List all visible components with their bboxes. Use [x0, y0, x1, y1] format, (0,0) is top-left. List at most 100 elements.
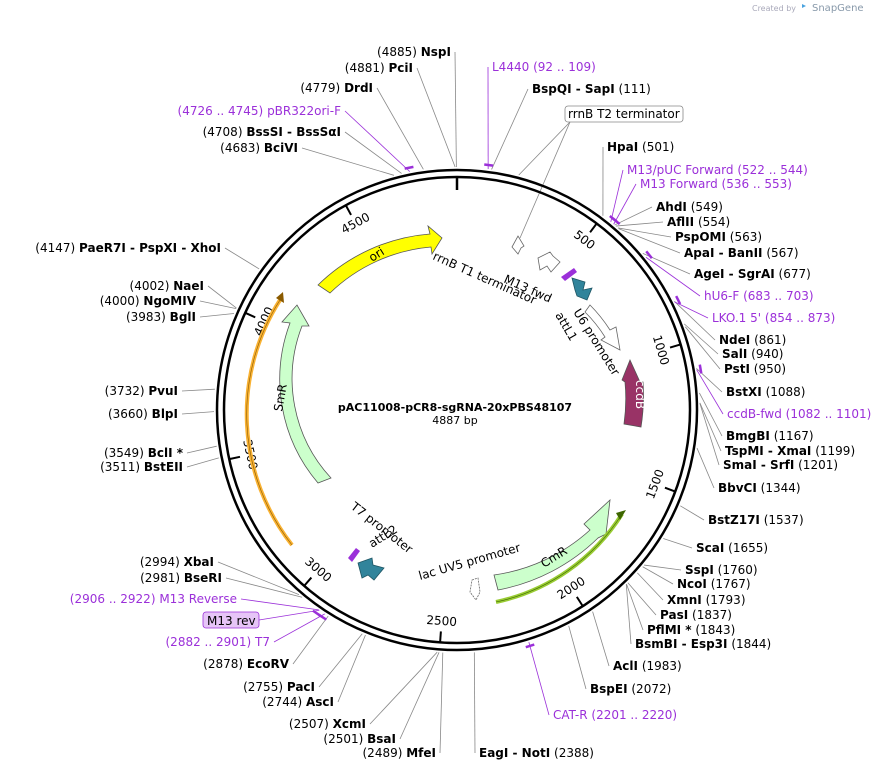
- leader-line: [685, 326, 721, 370]
- site-label[interactable]: AgeI - SgrAI (677): [694, 267, 811, 281]
- m13-fwd-mark: [561, 268, 577, 281]
- primer-mark: [404, 165, 414, 170]
- primer-mark: [645, 250, 653, 259]
- leader-line: [416, 67, 456, 168]
- plasmid-name: pAC11008-pCR8-sgRNA-20xPBS48107: [338, 401, 572, 414]
- tick-label: 4500: [339, 210, 373, 237]
- tick-mark: [344, 204, 352, 216]
- ori-arrow[interactable]: [317, 224, 443, 294]
- site-label[interactable]: (4881) PciI: [345, 61, 413, 75]
- site-label[interactable]: SmaI - SrfI (1201): [723, 458, 838, 472]
- leader-line: [199, 313, 235, 318]
- leader-line: [615, 221, 664, 227]
- site-label[interactable]: EagI - NotI (2388): [479, 746, 594, 760]
- site-label[interactable]: (3732) PvuI: [105, 384, 178, 398]
- site-label[interactable]: (2906 .. 2922) M13 Reverse: [70, 592, 237, 606]
- ccdb-arrow[interactable]: [621, 358, 644, 428]
- credit-brand[interactable]: SnapGene: [812, 3, 864, 14]
- site-label[interactable]: BsmBI - Esp3I (1844): [635, 637, 771, 651]
- site-label[interactable]: CAT-R (2201 .. 2220): [553, 708, 677, 722]
- primer-mark: [698, 364, 703, 374]
- site-label[interactable]: M13 Forward (536 .. 553): [640, 177, 792, 191]
- site-label[interactable]: TspMI - XmaI (1199): [725, 444, 855, 458]
- leader-line: [614, 206, 653, 226]
- site-label[interactable]: (4708) BssSI - BssSαI: [203, 125, 341, 139]
- site-label[interactable]: (2501) BsaI: [323, 732, 396, 746]
- site-label[interactable]: (2489) MfeI: [363, 746, 437, 760]
- rrnb-t2-box: [564, 105, 684, 123]
- leader-line: [519, 121, 571, 239]
- site-label[interactable]: HpaI (501): [607, 140, 674, 154]
- leader-line: [376, 87, 424, 170]
- leader-line: [618, 228, 681, 254]
- site-label[interactable]: (4779) DrdI: [300, 81, 373, 95]
- tick-label: 2500: [426, 613, 457, 629]
- site-label[interactable]: (4683) BciVI: [220, 141, 298, 155]
- site-label[interactable]: SspI (1760): [685, 563, 758, 577]
- site-label[interactable]: M13/pUC Forward (522 .. 544): [627, 163, 808, 177]
- site-label[interactable]: NdeI (861): [719, 333, 786, 347]
- leader-line: [344, 131, 402, 174]
- site-label[interactable]: (2981) BseRI: [140, 571, 222, 585]
- site-label[interactable]: (2744) AscI: [262, 695, 334, 709]
- site-label[interactable]: (4726 .. 4745) pBR322ori-F: [178, 104, 342, 118]
- site-label[interactable]: AflII (554): [667, 215, 730, 229]
- site-label[interactable]: PasI (1837): [660, 608, 732, 622]
- leader-line: [699, 392, 723, 437]
- site-label[interactable]: (3983) BglI: [126, 310, 196, 324]
- leader-line: [626, 583, 644, 631]
- attl2-arrow[interactable]: [357, 557, 385, 581]
- site-label[interactable]: BspEI (2072): [590, 682, 671, 696]
- rrnb-t2-arrow[interactable]: [511, 235, 525, 255]
- site-label[interactable]: (3660) BlpI: [108, 407, 178, 421]
- site-label[interactable]: (4000) NgoMIV: [100, 294, 197, 308]
- site-label[interactable]: (3511) BstEII: [100, 460, 183, 474]
- site-label[interactable]: BstZ17I (1537): [708, 513, 804, 527]
- leader-line: [613, 183, 637, 225]
- leader-line: [337, 634, 366, 703]
- site-label[interactable]: L4440 (92 .. 109): [492, 60, 596, 74]
- site-label[interactable]: (4002) NaeI: [130, 279, 204, 293]
- site-label[interactable]: ApaI - BanII (567): [684, 246, 799, 260]
- site-label[interactable]: XmnI (1793): [667, 593, 746, 607]
- site-label[interactable]: PflMI * (1843): [647, 623, 735, 637]
- site-label[interactable]: (2994) XbaI: [140, 555, 214, 569]
- site-label[interactable]: LKO.1 5' (854 .. 873): [712, 311, 835, 325]
- site-label[interactable]: (2507) XcmI: [289, 717, 366, 731]
- leader-line: [318, 633, 363, 688]
- leader-line: [696, 369, 724, 415]
- lac-uv5-arrow[interactable]: [469, 577, 481, 601]
- site-label[interactable]: ccdB-fwd (1082 .. 1101): [727, 407, 871, 421]
- leader-line: [696, 447, 715, 489]
- attl1-arrow[interactable]: [571, 277, 593, 301]
- site-label[interactable]: hU6-F (683 .. 703): [704, 289, 814, 303]
- leader-line: [674, 301, 709, 319]
- site-label[interactable]: ScaI (1655): [696, 541, 768, 555]
- primer-marks: [312, 163, 703, 649]
- site-label[interactable]: NcoI (1767): [677, 577, 751, 591]
- rrnb-t1-arrow[interactable]: [537, 251, 561, 273]
- leader-line: [217, 561, 300, 596]
- site-label[interactable]: (3549) BclI *: [104, 446, 184, 460]
- site-label[interactable]: (4885) NspI: [377, 45, 451, 59]
- site-label[interactable]: (2755) PacI: [243, 680, 315, 694]
- site-label[interactable]: SalI (940): [722, 347, 783, 361]
- site-label[interactable]: BspQI - SapI (111): [532, 82, 651, 96]
- site-label[interactable]: BmgBI (1167): [726, 429, 814, 443]
- site-label[interactable]: PspOMI (563): [675, 230, 762, 244]
- u6-promoter-arrow[interactable]: [584, 304, 621, 351]
- site-label[interactable]: AclI (1983): [613, 659, 682, 673]
- site-label[interactable]: (2882 .. 2901) T7: [166, 635, 271, 649]
- site-label[interactable]: PstI (950): [724, 362, 786, 376]
- site-label[interactable]: (2878) EcoRV: [203, 657, 290, 671]
- smr-arrow[interactable]: [279, 304, 332, 484]
- leader-line: [181, 411, 215, 415]
- leader-line: [491, 88, 529, 170]
- leader-lines: [181, 51, 724, 754]
- leader-line: [473, 652, 476, 754]
- site-label[interactable]: BstXI (1088): [726, 385, 805, 399]
- site-label[interactable]: (4147) PaeR7I - PspXI - XhoI: [35, 241, 221, 255]
- site-label[interactable]: BbvCI (1344): [718, 481, 801, 495]
- cmr-arrow[interactable]: [493, 498, 611, 591]
- site-label[interactable]: AhdI (549): [656, 200, 723, 214]
